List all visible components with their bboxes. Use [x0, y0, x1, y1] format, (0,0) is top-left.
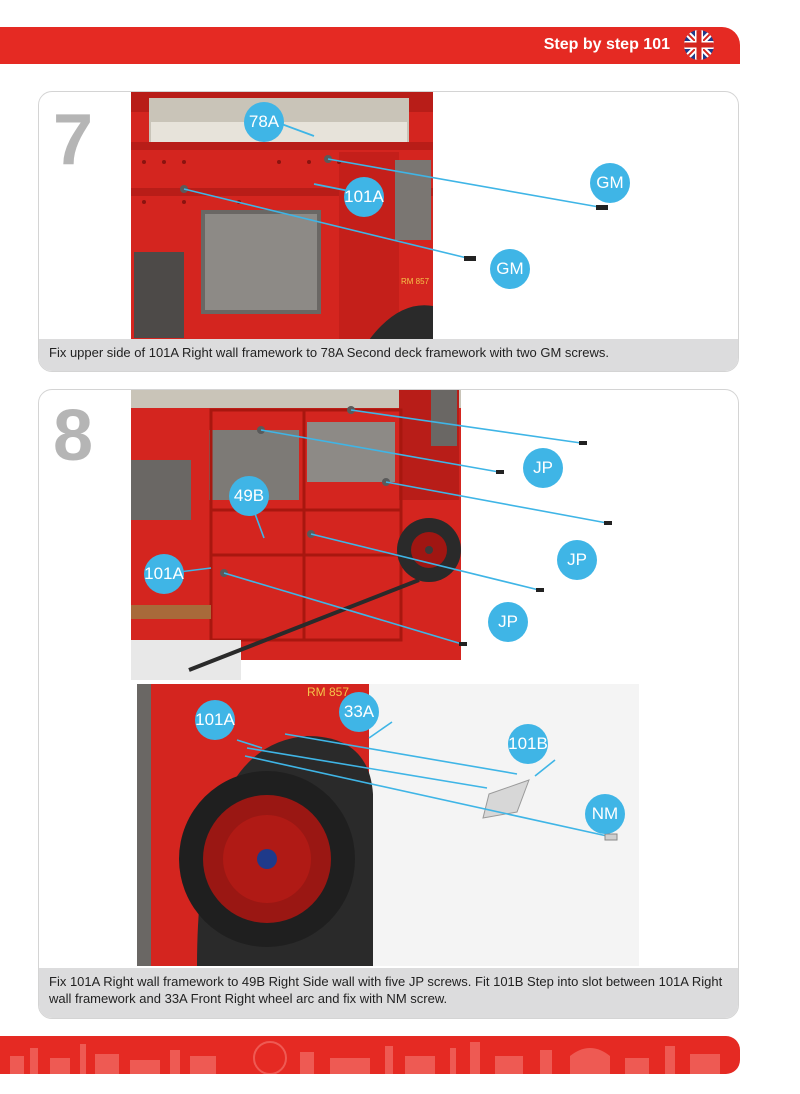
- callout-jp: JP: [557, 540, 597, 580]
- header-bar: Step by step 101: [0, 27, 740, 64]
- callout-101b: 101B: [508, 724, 548, 764]
- step-8-illustration-top: [131, 390, 612, 680]
- callout-nm: NM: [585, 794, 625, 834]
- step-card-7: 7 RM 857: [38, 91, 739, 372]
- step-part-101b: [482, 779, 530, 819]
- page-title: Step by step 101: [543, 36, 670, 53]
- footer-skyline-bar: [0, 1036, 740, 1074]
- step-number: 8: [53, 396, 94, 476]
- uk-flag-icon: [684, 30, 714, 60]
- bus-plate-text: RM 857: [307, 685, 349, 699]
- callout-jp: JP: [488, 602, 528, 642]
- callout-78a: 78A: [244, 102, 284, 142]
- bus-plate-text: RM 857: [401, 277, 430, 286]
- step-card-8: 8: [38, 389, 739, 1019]
- callout-gm: GM: [590, 163, 630, 203]
- callout-101a: 101A: [344, 177, 384, 217]
- step-caption: Fix upper side of 101A Right wall framew…: [39, 339, 738, 371]
- callout-101a: 101A: [195, 700, 235, 740]
- screw-icon: [604, 833, 618, 841]
- callout-33a: 33A: [339, 692, 379, 732]
- screw-icon: [459, 441, 612, 646]
- callout-49b: 49B: [229, 476, 269, 516]
- step-caption: Fix 101A Right wall framework to 49B Rig…: [39, 968, 738, 1018]
- london-skyline-icon: [10, 1041, 720, 1074]
- callout-jp: JP: [523, 448, 563, 488]
- callout-101a: 101A: [144, 554, 184, 594]
- screw-icon: [464, 205, 608, 261]
- step-7-illustration: RM 857: [131, 92, 608, 340]
- callout-gm: GM: [490, 249, 530, 289]
- step-number: 7: [53, 100, 94, 180]
